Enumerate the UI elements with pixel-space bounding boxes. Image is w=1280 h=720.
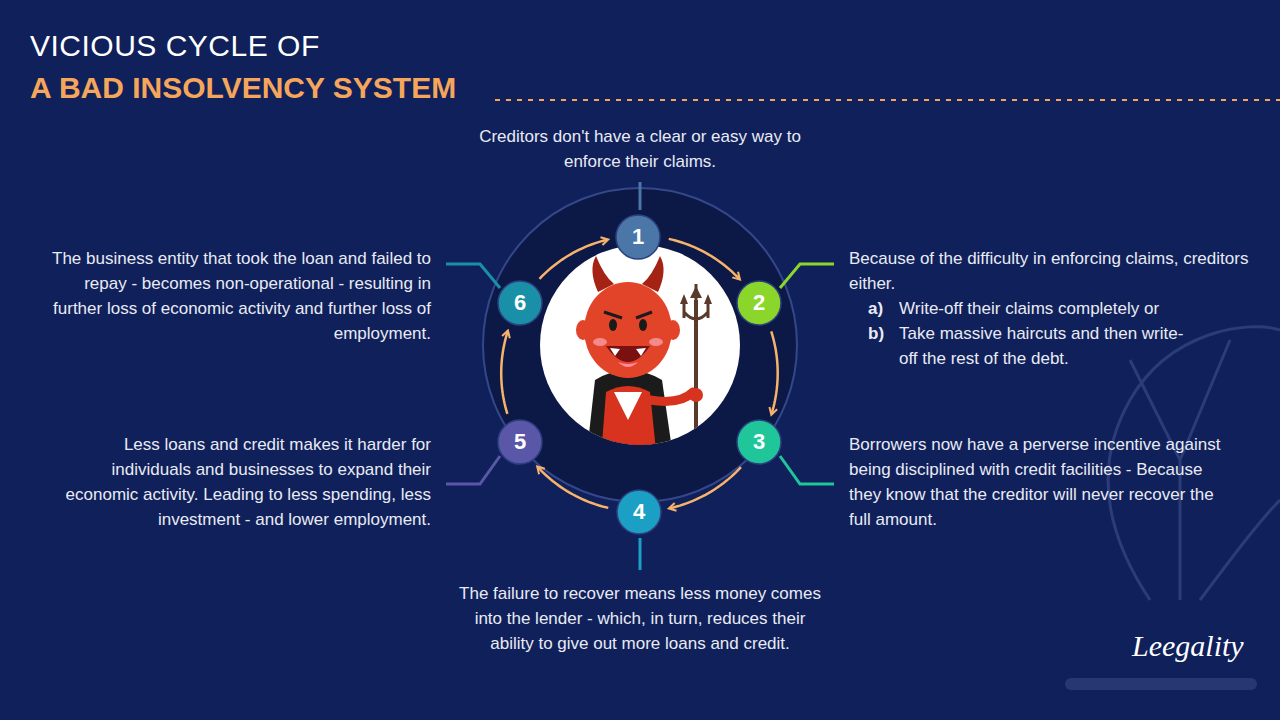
step-number: 3 bbox=[736, 419, 782, 465]
circle-fill bbox=[498, 281, 542, 325]
step-circle: 3 bbox=[736, 419, 782, 465]
cycle-arrow bbox=[540, 240, 608, 279]
leader-lines bbox=[446, 182, 834, 570]
step-number: 6 bbox=[497, 280, 543, 326]
cycle-arrow bbox=[501, 331, 507, 413]
step-description: The failure to recover means less money … bbox=[455, 581, 825, 656]
step-circle: 6 bbox=[497, 280, 543, 326]
watermark-logo: Leegality bbox=[1132, 628, 1262, 664]
circle-fill bbox=[617, 490, 661, 534]
cycle-arrow bbox=[538, 467, 608, 508]
circle-fill bbox=[616, 215, 660, 259]
leader-line bbox=[446, 456, 500, 484]
step-number: 2 bbox=[736, 280, 782, 326]
step-description: Less loans and credit makes it harder fo… bbox=[46, 432, 431, 532]
subtitle: A BAD INSOLVENCY SYSTEM bbox=[30, 70, 630, 106]
list-item: Take massive haircuts and then write-off… bbox=[899, 321, 1189, 371]
step-description: Because of the difficulty in enforcing c… bbox=[849, 246, 1249, 296]
step-number: 4 bbox=[616, 489, 662, 535]
watermark-bar bbox=[1065, 678, 1257, 690]
list-marker: a) bbox=[868, 296, 898, 321]
title: VICIOUS CYCLE OF bbox=[30, 28, 320, 64]
step-description: The business entity that took the loan a… bbox=[46, 246, 431, 346]
step-number: 5 bbox=[497, 419, 543, 465]
leader-line bbox=[446, 264, 500, 288]
leader-line bbox=[780, 264, 834, 288]
list-item: Write-off their claims completely or bbox=[899, 296, 1239, 321]
devil-illustration bbox=[576, 256, 712, 470]
step-number: 1 bbox=[615, 214, 661, 260]
cycle-ring bbox=[483, 188, 797, 502]
step-description: Creditors don't have a clear or easy way… bbox=[455, 124, 825, 174]
leader-line bbox=[639, 182, 642, 210]
step-circle: 5 bbox=[497, 419, 543, 465]
step-circle: 1 bbox=[615, 214, 661, 260]
leader-line bbox=[780, 456, 834, 484]
step-circle: 4 bbox=[616, 489, 662, 535]
circle-fill bbox=[737, 420, 781, 464]
list-marker: b) bbox=[868, 321, 898, 346]
circle-fill bbox=[498, 420, 542, 464]
leader-line bbox=[639, 538, 642, 570]
dashed-rule bbox=[495, 99, 1280, 101]
cycle-arrow bbox=[670, 467, 741, 508]
step-circle: 2 bbox=[736, 280, 782, 326]
step-description: Borrowers now have a perverse incentive … bbox=[849, 432, 1234, 532]
cycle-arrow bbox=[771, 331, 777, 413]
cycle-arrow bbox=[669, 239, 740, 279]
circle-fill bbox=[737, 281, 781, 325]
